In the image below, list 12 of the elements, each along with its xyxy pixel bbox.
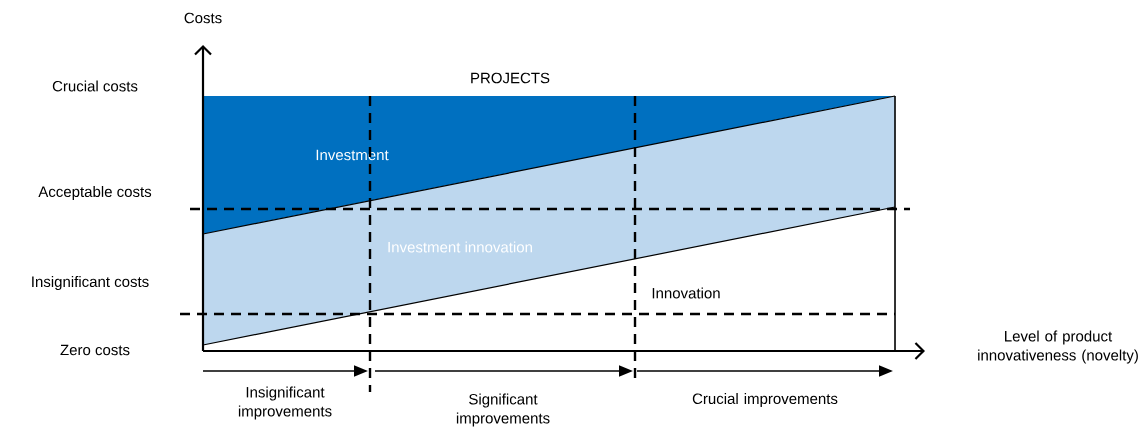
axis-title: Level of product innovativeness (novelty) — [978, 330, 1138, 364]
cost-level-label: Insignificant costs — [32, 276, 149, 290]
cost-level-label: Crucial costs — [52, 80, 138, 92]
cost-level-label: Zero costs — [60, 344, 130, 356]
investment-band: Investment — [203, 96, 895, 234]
range-label: Crucial improvements — [692, 393, 838, 407]
region-label: Innovation — [652, 287, 720, 299]
range-label: Significant improvements — [456, 393, 550, 427]
chart-title: PROJECTS — [471, 72, 550, 84]
cost-level-label: Acceptable costs — [38, 186, 152, 200]
range-label: Insignificant improvements — [238, 386, 332, 420]
axis-title: Costs — [184, 12, 222, 24]
